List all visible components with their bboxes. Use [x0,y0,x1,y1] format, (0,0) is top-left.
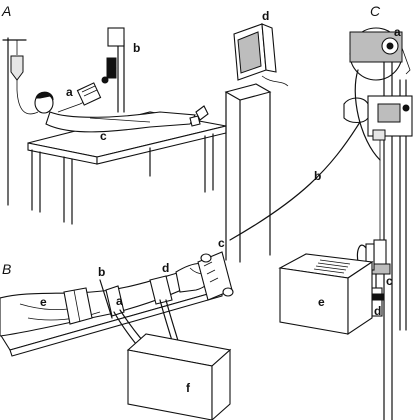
label-b-b: b [98,265,105,279]
frame-side-knob [343,97,369,124]
panel-c-letter: C [370,3,381,19]
label-a-c: c [100,129,107,143]
box-f-front [127,349,213,420]
iv-stand [2,37,39,206]
pole-b: b [101,27,140,113]
label-b-a: a [116,294,123,308]
label-c-a: a [394,25,401,39]
probe-b [99,279,113,319]
panel-a: A b [1,3,289,263]
monitor-screen [237,31,262,74]
label-b-f: f [186,381,191,395]
panel-b: B e a d [0,236,234,420]
pump-box-e: e [278,253,374,336]
label-a-b: b [133,41,140,55]
box-f: f [126,333,232,420]
pump-front [279,267,349,335]
pulley-a: a [349,25,411,81]
label-c-b: b [314,169,321,183]
panel-a-letter: A [1,3,11,19]
label-c-d: d [374,304,381,318]
label-a-d: d [262,9,269,23]
patient: a c [34,82,209,143]
label-b-c: c [218,236,225,250]
monitor-stand-top [224,83,272,101]
label-b-e: e [40,295,47,309]
cable-b [229,121,361,241]
cuff-a [105,285,125,317]
pole-knob [101,76,109,84]
cuff-d [149,275,173,305]
arm: e a d [0,261,215,337]
label-b-d: d [162,261,169,275]
infusion-bag [10,55,24,81]
label-a-a: a [66,85,73,99]
panel-c: C a [229,3,413,420]
label-c-e: e [318,295,325,309]
pole-clamp [107,27,125,47]
label-c-c: c [386,274,393,288]
panel-b-letter: B [2,261,11,277]
cuff-e [63,287,93,325]
handgrip-c: c [197,236,234,301]
tv-monitor: d [224,9,289,263]
patient-body [45,111,196,133]
